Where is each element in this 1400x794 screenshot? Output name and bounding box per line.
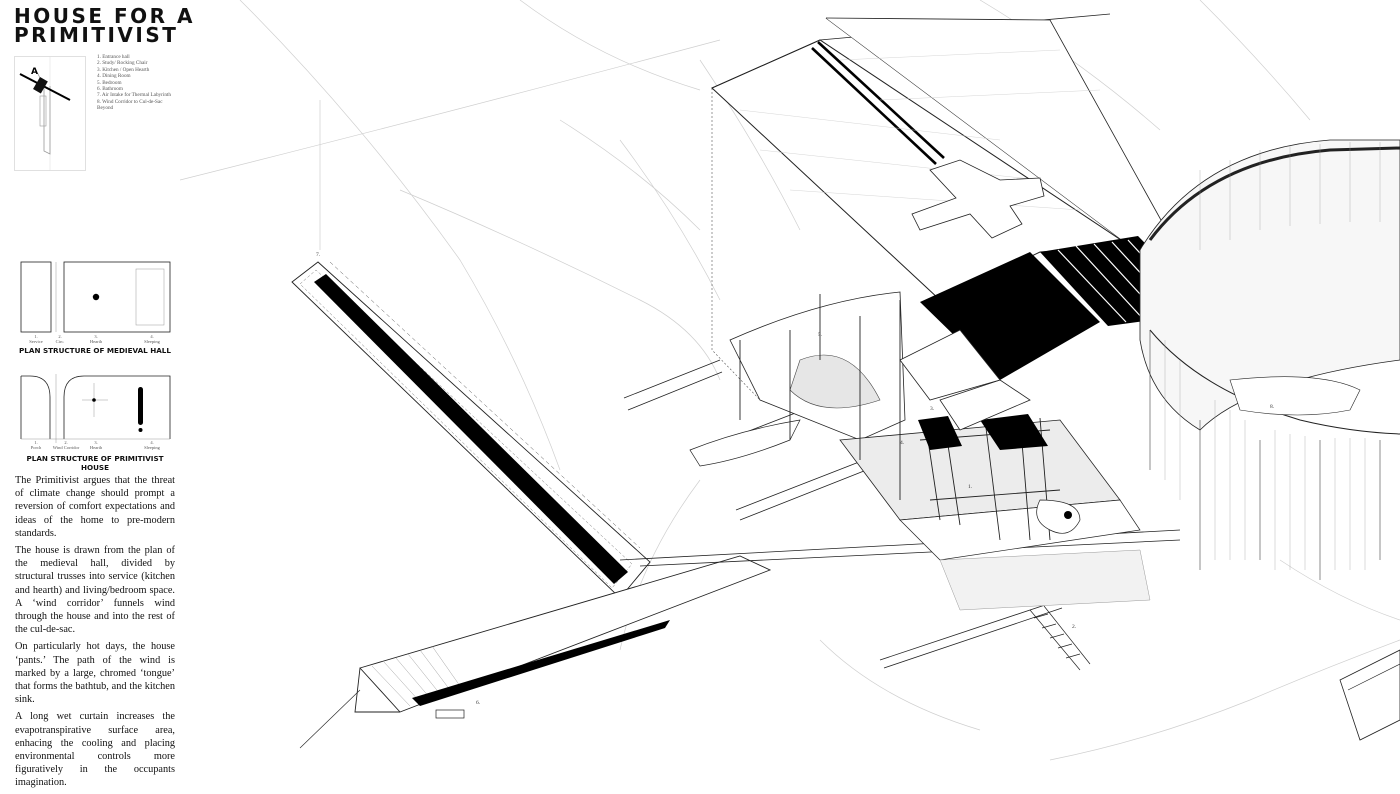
plan-label: 1.Service bbox=[29, 334, 43, 344]
house-structure bbox=[689, 13, 1213, 671]
title-line-1: HOUSE FOR A bbox=[14, 4, 196, 28]
description-paragraph: The Primitivist argues that the threat o… bbox=[15, 475, 175, 539]
drawing-label: 6. bbox=[476, 700, 481, 706]
description-text: The Primitivist argues that the threat o… bbox=[15, 474, 175, 794]
plan-label: 2.Circ. bbox=[56, 334, 65, 344]
drawing-label: 2. bbox=[1072, 624, 1077, 630]
hearth-icon bbox=[92, 398, 96, 402]
description-paragraph: On particularly hot days, the house ‘pan… bbox=[15, 641, 175, 706]
description-paragraph: A long wet curtain increases the evapotr… bbox=[15, 711, 175, 789]
page-title: HOUSE FOR A PRIMITIVIST bbox=[14, 4, 196, 47]
plan-label: 4.Sleeping bbox=[144, 334, 160, 344]
drawing-label: 4. bbox=[900, 440, 905, 446]
room-legend: 1. Entrance hall 2. Study/ Rocking Chair… bbox=[97, 54, 217, 112]
plan-label: 3.Hearth bbox=[90, 440, 103, 450]
primitivist-house-plan: 1.Porch 2.Wind Corridor 3.Hearth 4.Sleep… bbox=[20, 374, 171, 450]
plan-label: 3.Hearth bbox=[90, 334, 103, 344]
legend-item: 8. Wind Corridor to Cul-de-Sac bbox=[97, 98, 163, 105]
drawing-label: 5. bbox=[818, 332, 823, 338]
key-plan-diagram: A bbox=[14, 56, 86, 171]
section-marker-icon bbox=[33, 76, 48, 94]
drawing-label: 7. bbox=[316, 252, 321, 258]
legend-item: Beyond bbox=[97, 105, 114, 112]
plan-label: 2.Wind Corridor bbox=[53, 440, 80, 450]
legend-item: 1. Entrance hall bbox=[97, 54, 130, 60]
entrance-ramp bbox=[299, 555, 772, 749]
section-label: A bbox=[31, 67, 38, 77]
legend-item: 3. Kitchen / Open Hearth bbox=[97, 66, 150, 73]
terrain-contours bbox=[180, 0, 1400, 761]
hearth-icon bbox=[92, 293, 100, 301]
axonometric-drawing: 1. 2. 3. 4. 5. 6. 7. 8. bbox=[180, 0, 1400, 761]
bathtub-tongue-icon bbox=[138, 387, 143, 425]
legend-item: 6. Bathroom bbox=[97, 86, 123, 93]
description-paragraph: The house is drawn from the plan of the … bbox=[15, 545, 175, 636]
legend-item: 2. Study/ Rocking Chair bbox=[97, 60, 148, 67]
legend-item: 5. Bedroom bbox=[97, 79, 122, 86]
primitivist-plan-caption: PLAN STRUCTURE OF PRIMITIVIST HOUSE bbox=[26, 454, 164, 472]
wet-curtain-corridor bbox=[291, 261, 651, 599]
title-line-2: PRIMITIVIST bbox=[14, 23, 179, 47]
plan-label: 4.Sleeping bbox=[144, 440, 160, 450]
drawing-label: 1. bbox=[968, 484, 973, 490]
drawing-label: 8. bbox=[1270, 404, 1275, 410]
drawing-label: 3. bbox=[930, 406, 935, 412]
medieval-plan-caption: PLAN STRUCTURE OF MEDIEVAL HALL bbox=[19, 346, 171, 355]
legend-item: 4. Dining Room bbox=[97, 73, 131, 80]
cul-de-sac-fence bbox=[1139, 139, 1400, 741]
legend-item: 7. Air Intake for Thermal Labyrinth bbox=[97, 92, 171, 99]
medieval-hall-plan: 1.Service 2.Circ. 3.Hearth 4.Sleeping bbox=[20, 261, 171, 344]
plan-label: 1.Porch bbox=[31, 440, 42, 450]
